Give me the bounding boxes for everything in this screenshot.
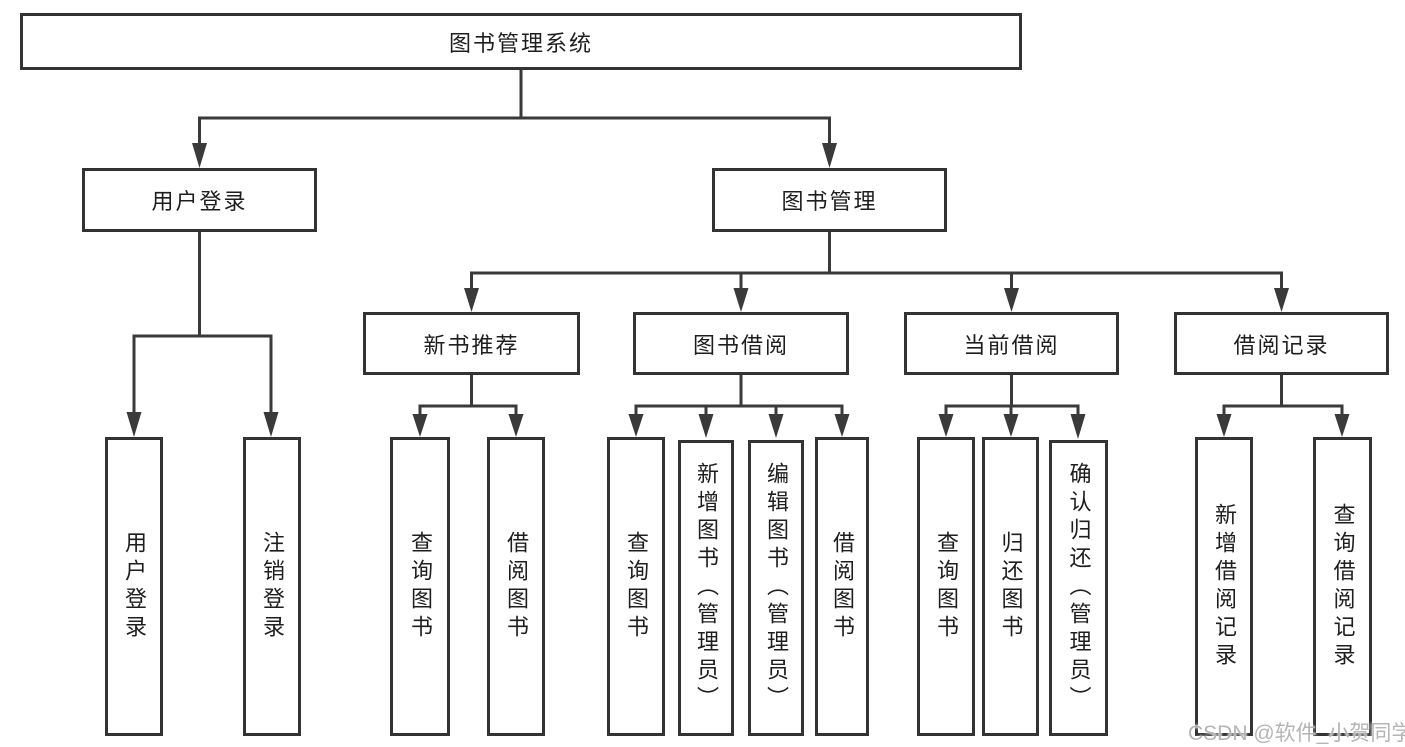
node-logout-label: 注销登录 <box>260 530 285 643</box>
node-bb-edit-books-admin: 编辑图书（管理员） <box>748 440 804 736</box>
node-br-add-record-label: 新增借阅记录 <box>1212 502 1237 671</box>
node-br-query-record-label: 查询借阅记录 <box>1330 502 1356 671</box>
node-cb-query-books: 查询图书 <box>917 437 975 736</box>
node-nb-query-books: 查询图书 <box>390 437 450 736</box>
node-book-management-label: 图书管理 <box>781 189 878 214</box>
node-br-add-record: 新增借阅记录 <box>1195 437 1253 736</box>
node-cb-return-books-label: 归还图书 <box>998 530 1024 643</box>
connector-root-to-level2 <box>192 68 837 168</box>
node-borrow-records: 借阅记录 <box>1174 312 1389 375</box>
node-cb-confirm-return-admin: 确认归还（管理员） <box>1049 440 1108 736</box>
connector-borrow-record-to-children <box>1216 373 1350 437</box>
node-book-management: 图书管理 <box>712 168 947 232</box>
node-user-login: 用户登录 <box>82 168 317 232</box>
connector-new-book-to-children <box>412 373 524 437</box>
node-current-borrow: 当前借阅 <box>904 312 1119 375</box>
node-new-book-recommend-label: 新书推荐 <box>423 332 520 358</box>
node-bb-edit-books-admin-label: 编辑图书（管理员） <box>764 462 789 714</box>
node-logout: 注销登录 <box>243 437 301 736</box>
node-nb-borrow-books: 借阅图书 <box>487 437 545 736</box>
node-book-borrow: 图书借阅 <box>633 312 849 375</box>
node-cb-query-books-label: 查询图书 <box>934 530 959 643</box>
node-borrow-records-label: 借阅记录 <box>1233 332 1330 358</box>
node-bb-add-books-admin: 新增图书（管理员） <box>678 440 734 736</box>
connector-book-mgmt-to-level3 <box>464 230 1289 312</box>
node-bb-add-books-admin-label: 新增图书（管理员） <box>694 462 719 714</box>
node-nb-query-books-label: 查询图书 <box>408 530 433 643</box>
node-login: 用户登录 <box>105 437 163 736</box>
node-br-query-record: 查询借阅记录 <box>1313 437 1372 736</box>
connector-book-borrow-to-children <box>628 373 850 438</box>
node-current-borrow-label: 当前借阅 <box>963 332 1060 358</box>
node-bb-query-books-label: 查询图书 <box>624 530 649 643</box>
node-new-book-recommend: 新书推荐 <box>363 312 580 375</box>
connector-current-borrow-to-children <box>938 373 1086 439</box>
node-bb-borrow-books: 借阅图书 <box>815 437 869 736</box>
node-root: 图书管理系统 <box>20 13 1022 70</box>
node-cb-confirm-return-admin-label: 确认归还（管理员） <box>1066 462 1092 714</box>
node-root-label: 图书管理系统 <box>448 30 593 56</box>
node-bb-query-books: 查询图书 <box>607 437 665 736</box>
node-cb-return-books: 归还图书 <box>982 437 1039 736</box>
connector-user-login-to-children <box>126 230 279 437</box>
node-login-label: 用户登录 <box>122 530 147 643</box>
csdn-watermark: CSDN @软件_小贺同学 <box>1188 722 1405 745</box>
node-book-borrow-label: 图书借阅 <box>692 332 789 358</box>
node-user-login-label: 用户登录 <box>151 189 248 214</box>
node-bb-borrow-books-label: 借阅图书 <box>830 530 855 643</box>
node-nb-borrow-books-label: 借阅图书 <box>504 530 529 643</box>
